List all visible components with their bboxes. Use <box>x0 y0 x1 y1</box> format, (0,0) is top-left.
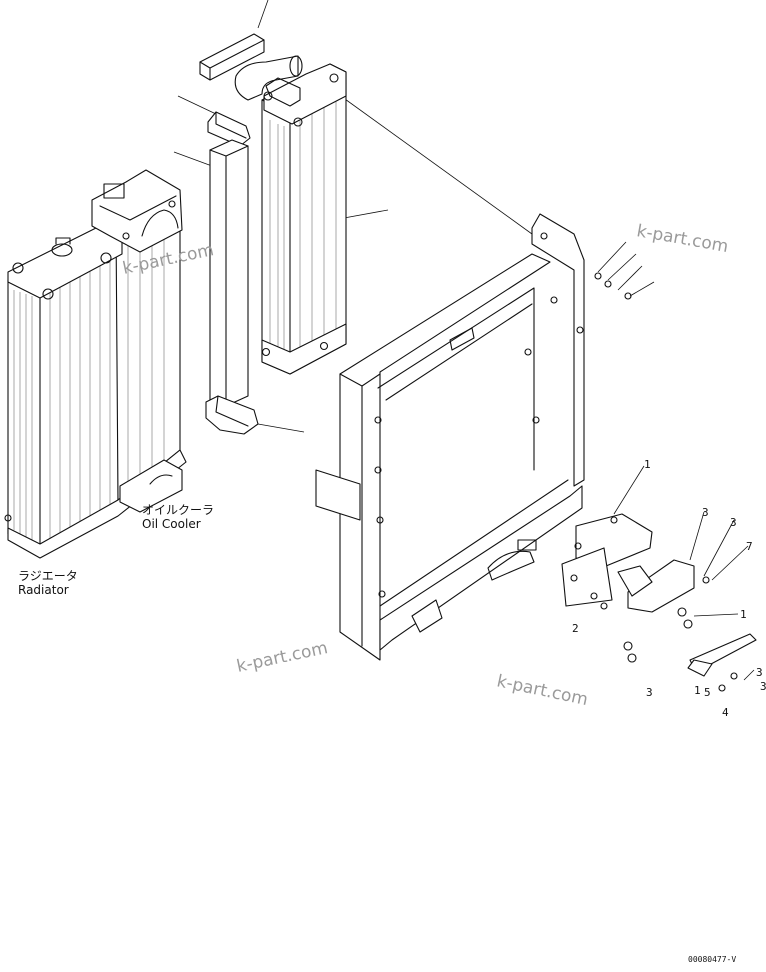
oil-cooler-fins <box>269 92 337 360</box>
upper-seal-strip <box>207 111 251 147</box>
part-number-callouts: 1 3 3 7 1 3 2 3 1 5 4 3 <box>572 458 766 719</box>
part-number-7: 7 <box>746 540 753 553</box>
oil-cooler-core <box>261 63 347 375</box>
part-number-3: 3 <box>702 506 709 519</box>
part-number-1: 1 <box>694 684 701 697</box>
part-number-3: 3 <box>730 516 737 529</box>
part-number-3: 3 <box>756 666 763 679</box>
radiator-label-jp: ラジエータ <box>18 569 78 583</box>
watermark-3: k-part.com <box>235 638 330 677</box>
upper-hose-block <box>199 33 265 81</box>
radiator-fins <box>13 258 111 542</box>
lower-bracket-parts <box>561 241 757 692</box>
part-number-1: 1 <box>644 458 651 471</box>
drawing-code: 00080477-V <box>688 955 736 964</box>
foam-seal-strip <box>209 139 249 407</box>
part-number-1: 1 <box>740 608 747 621</box>
oil-cooler-label-en: Oil Cooler <box>142 517 201 531</box>
watermark-4: k-part.com <box>495 671 590 710</box>
part-number-3: 3 <box>646 686 653 699</box>
radiator-label-en: Radiator <box>18 583 69 597</box>
elbow-hose <box>234 55 303 101</box>
part-number-3: 3 <box>760 680 766 693</box>
part-number-2: 2 <box>572 622 579 635</box>
part-number-5: 5 <box>704 686 711 699</box>
lower-seal-block <box>205 395 259 435</box>
watermark-2: k-part.com <box>635 221 730 257</box>
frame-bolts <box>374 232 584 598</box>
radiator-assembly <box>4 169 187 559</box>
leader-lines <box>173 0 533 433</box>
radiator-frame <box>315 213 585 661</box>
oil-cooler-label-jp: オイルクーラ <box>142 503 214 517</box>
part-number-4: 4 <box>722 706 729 719</box>
